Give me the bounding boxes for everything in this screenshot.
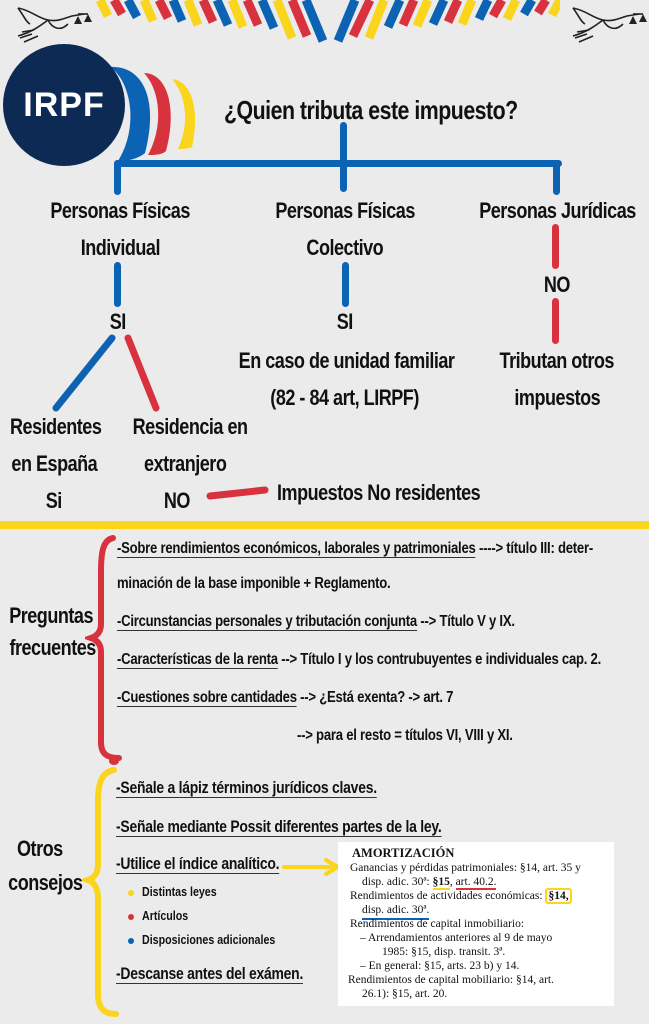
legend-item: Artículos [142,908,189,923]
connector [114,160,562,167]
arrow-right-icon [282,858,340,876]
faq-item: -Cuestiones sobre cantidades --> ¿Está e… [117,689,454,707]
answer-si-individual: SI [109,309,127,334]
colectivo-note: En caso de unidad familiar(82 - 84 art, … [238,348,455,410]
index-line: Ganancias y pérdidas patrimoniales: §14,… [350,862,581,874]
flag-stripes-decoration [95,0,560,43]
index-line: 1985: §15, disp. transit. 3ª. [382,946,506,958]
branch-juridicas-title: Personas Jurídicas [478,198,636,223]
faq-item: -Circunstancias personales y tributación… [117,613,515,631]
faq-item: minación de la base imponible + Reglamen… [117,575,391,592]
index-line: – Arrendamientos anteriores al 9 de mayo [360,932,553,944]
impuestos-no-residentes: Impuestos No residentes [277,480,481,505]
dove-scales-icon-left [17,7,92,43]
connector [553,160,560,195]
tip-item: -Descanse antes del exámen. [116,964,304,984]
dove-scales-icon-right [572,7,647,43]
index-line: Rendimientos de capital mobiliario: §14,… [348,974,554,986]
tip-item: -Señale mediante Possit diferentes parte… [116,817,442,837]
section-divider [0,521,649,529]
legend-dot-red [128,914,134,920]
legend-item: Disposiciones adicionales [142,932,276,947]
irpf-logo-arcs [110,66,196,161]
faq-item: -Sobre rendimientos económicos, laborale… [117,540,593,558]
irpf-logo: IRPF [3,44,125,166]
connector [114,160,121,195]
index-line: – En general: §15, arts. 23 b) y 14. [360,960,520,972]
index-line: disp. adic. 30ª. [362,904,430,920]
index-excerpt-image: AMORTIZACIÓN Ganancias y pérdidas patrim… [338,842,614,1006]
answer-no-juridicas: NO [543,272,571,297]
faq-item: --> para el resto = títulos VI, VIII y X… [297,727,513,744]
connector [340,122,347,192]
answer-si-colectivo: SI [336,309,354,334]
index-line: 26.1): §15, art. 20. [362,988,448,1000]
legend-dot-blue [128,938,134,944]
index-line: disp. adic. 30ª: §15, art. 40.2. [362,876,497,890]
index-heading: AMORTIZACIÓN [352,846,455,860]
tip-item: -Utilice el índice analítico. [116,854,280,874]
tip-item: -Señale a lápiz términos jurídicos clave… [116,778,377,798]
connector [552,298,559,344]
red-brace-icon [85,535,122,761]
legend-dot-yellow [128,890,134,896]
connector [552,224,559,269]
yellow-brace-icon [82,767,119,1017]
legend-item: Distintas leyes [142,884,217,899]
index-line: Rendimientos de actividades económicas: … [350,888,572,904]
page-title: ¿Quien tributa este impuesto? [224,95,518,125]
connector [114,262,121,307]
brace-joint-dot [109,757,119,765]
branch-lines [52,334,269,500]
connector [342,262,349,307]
index-line: Rendimientos de capital inmobiliario: [350,918,525,930]
faq-item: -Características de la renta --> Título … [117,651,602,669]
logo-text: IRPF [23,85,105,124]
